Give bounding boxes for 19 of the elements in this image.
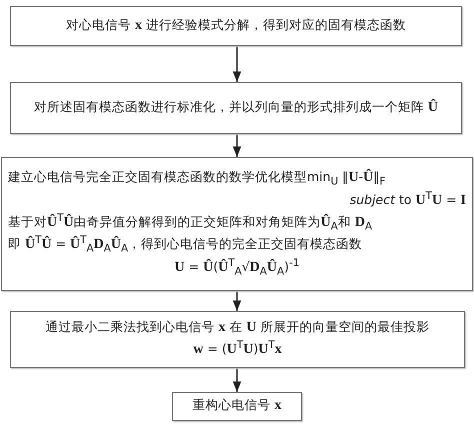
arrow <box>232 368 242 392</box>
process-box <box>10 6 462 46</box>
step-text: 对所述固有模态函数进行标准化，并以列向量的形式排列成一个矩阵 Û <box>32 98 440 117</box>
step-text: 基于对Û$^{T}$Û由奇异值分解得到的正交矩阵和对角矩阵为Û$_{A}$和 D$_{A}$ <box>8 210 374 234</box>
arrow <box>232 291 242 311</box>
step-text: subject to U$^{T}$U = I <box>348 188 466 210</box>
arrow <box>232 134 242 157</box>
step-text: U = Û(Û$^{T}$$_{A}$√D$_{A}$Û$_{A}$)$^{-1}$ <box>174 256 300 279</box>
process-box <box>10 311 465 368</box>
arrow <box>232 46 242 82</box>
step-text: 建立心电信号完全正交固有模态函数的数学优化模型min$_{U}$ ‖U-Û‖$_{F}$ <box>8 169 386 189</box>
process-box <box>1 157 473 291</box>
process-box <box>10 82 462 134</box>
step-text: 即 Û$^{T}$Û = Û$^{T}$$_{A}$D$_{A}$Û$_{A}$，得到心电信号的完全正交固有模态函数 <box>8 233 364 256</box>
step-text: w = (U$^{T}$U)U$^{T}$x <box>192 338 283 360</box>
step-text: 通过最小二乘法找到心电信号 x 在 U 所展开的向量空间的最佳投影 <box>44 319 431 338</box>
process-box <box>172 392 302 421</box>
step-text: 对心电信号 x 进行经验模式分解，得到对应的固有模态函数 <box>65 16 407 35</box>
step-text: 重构心电信号 x <box>192 397 282 416</box>
